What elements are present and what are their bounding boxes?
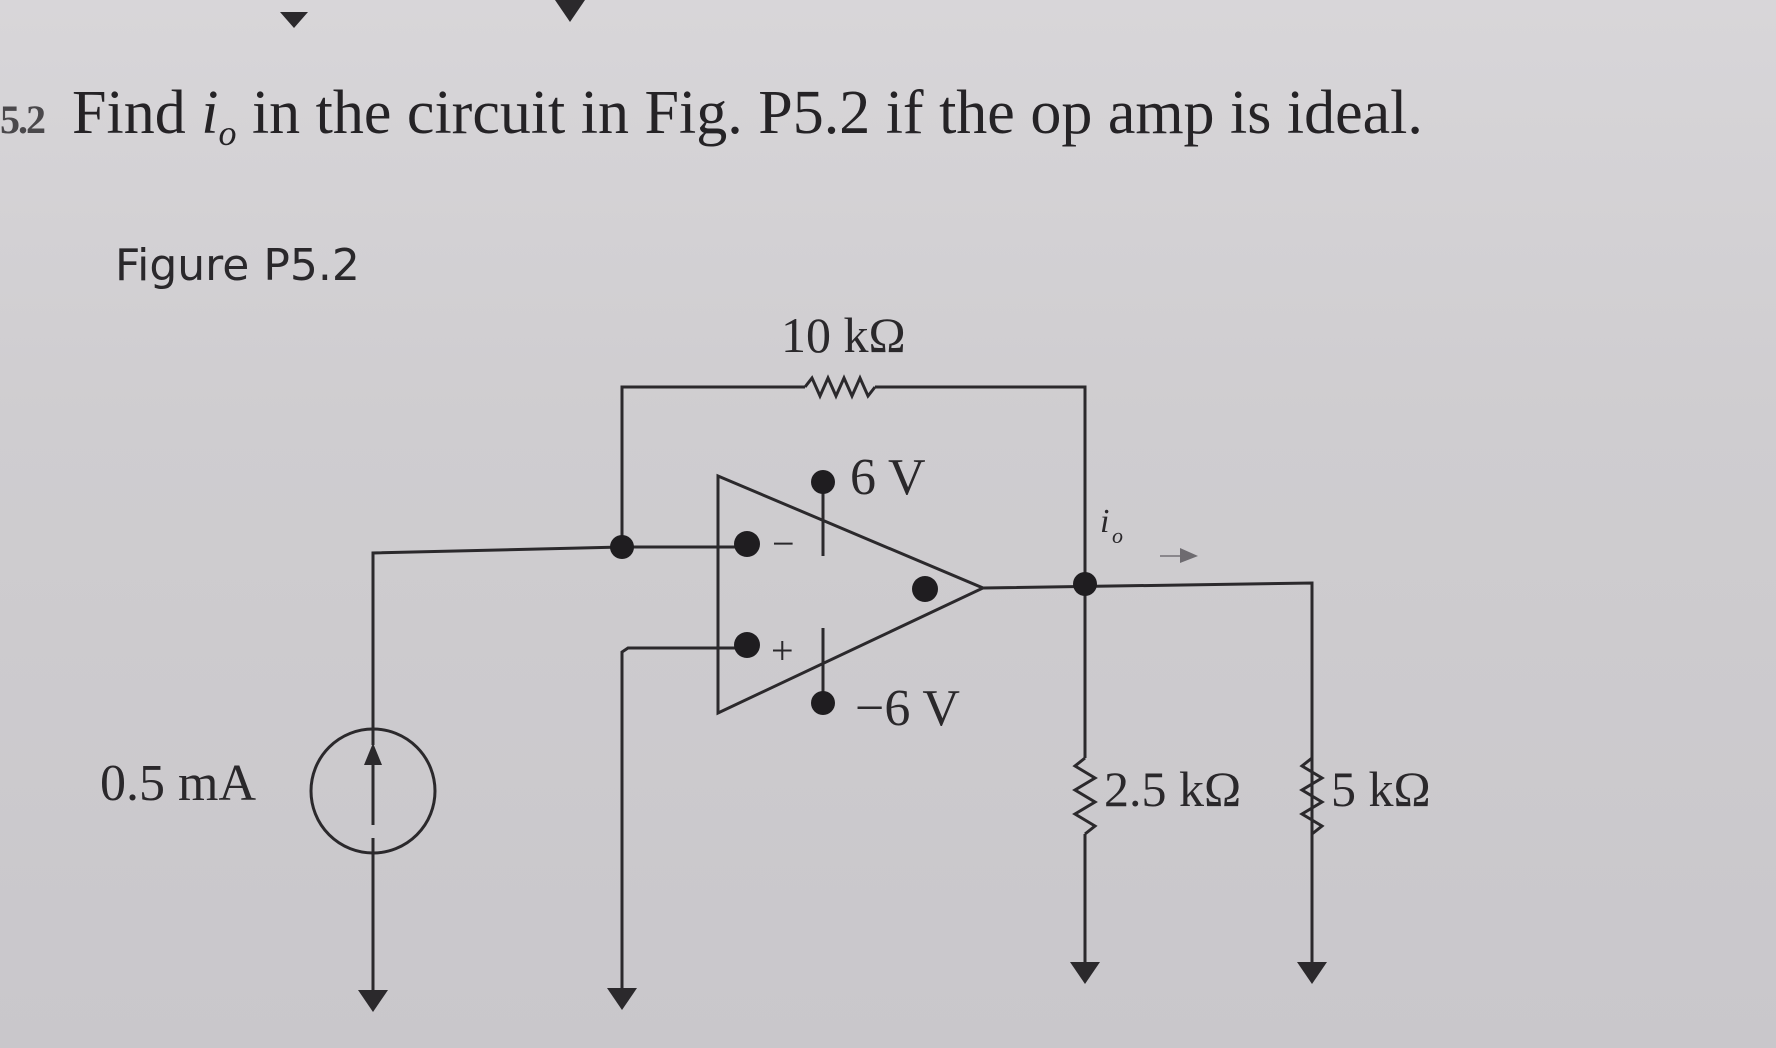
inverting-sign: − (772, 521, 795, 566)
feedback-resistor-symbol (803, 374, 877, 400)
problem-statement: 5.2 Find io in the circuit in Fig. P5.2 i… (0, 82, 1423, 151)
load-resistor-2-label: 5 kΩ (1331, 761, 1431, 817)
op-amp-symbol (716, 473, 987, 716)
inverting-terminal-dot (734, 531, 760, 557)
output-node-dot (1073, 572, 1097, 596)
current-source-label: 0.5 mA (100, 755, 256, 812)
problem-variable: i (201, 79, 219, 147)
output-terminal-dot (912, 576, 938, 602)
feedback-wire-right (875, 385, 1087, 583)
up-arrow-icon (364, 743, 382, 765)
negative-supply-dot (811, 691, 835, 715)
load-resistor-1-label: 2.5 kΩ (1104, 761, 1241, 817)
output-current-sub: o (1112, 523, 1123, 548)
problem-text-after: in the circuit in Fig. P5.2 if the op am… (236, 79, 1423, 147)
noninverting-sign: + (771, 628, 794, 673)
current-source-symbol (309, 727, 437, 855)
positive-supply-label: 6 V (850, 449, 926, 506)
feedback-resistor-label: 10 kΩ (781, 307, 906, 363)
load2-resistor-symbol (1299, 756, 1325, 836)
ground-arrow-icon (607, 988, 637, 1010)
output-current-label: i (1100, 503, 1109, 540)
problem-number: 5.2 (0, 97, 46, 142)
cutoff-arrow-icon (280, 12, 308, 28)
positive-supply-dot (811, 470, 835, 494)
ground-arrow-icon (358, 990, 388, 1012)
source-top-wire (371, 545, 623, 745)
right-arrow-icon (1180, 548, 1198, 563)
negative-supply-label: −6 V (855, 680, 960, 737)
noninverting-input-wire (620, 646, 747, 988)
load1-resistor-symbol (1072, 756, 1098, 836)
problem-variable-sub: o (218, 113, 237, 153)
noninverting-terminal-dot (734, 632, 760, 658)
cutoff-arrow-icon (555, 0, 585, 22)
inverting-node-dot (610, 535, 634, 559)
ground-arrow-icon (1297, 962, 1327, 984)
figure-caption: Figure P5.2 (115, 240, 360, 291)
ground-arrow-icon (1070, 962, 1100, 984)
problem-text-before: Find (72, 79, 202, 147)
feedback-wire-left (620, 385, 805, 547)
